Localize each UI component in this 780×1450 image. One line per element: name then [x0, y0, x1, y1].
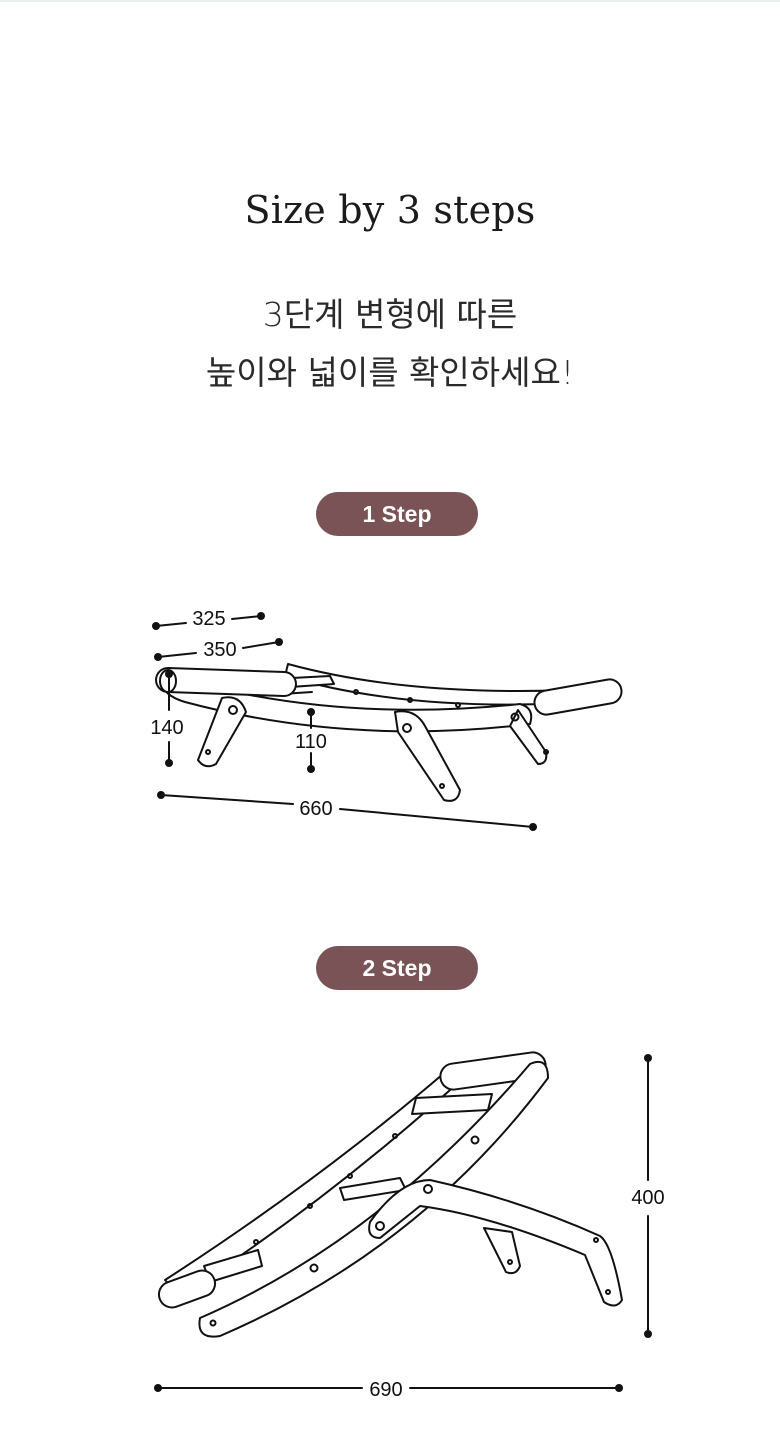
top-divider [0, 0, 780, 2]
dimension-lines-step-2 [157, 1057, 649, 1389]
dimension-endpoints-step-1 [152, 612, 537, 831]
subtitle-line-2: 높이와 넓이를 확인하세요! [205, 353, 575, 392]
dim-660-right [339, 808, 534, 828]
dimension-endpoints-step-2 [154, 1054, 652, 1392]
dim-label-350: 350 [203, 639, 236, 661]
chair-illustration-step-2 [157, 1051, 623, 1338]
step-2-figure: 400 690 [154, 1051, 665, 1401]
step-2-badge: 2 Step [316, 946, 478, 990]
dim-350-right [242, 641, 280, 649]
dim-label-690: 690 [369, 1379, 402, 1401]
dim-label-325: 325 [192, 608, 225, 630]
dim-350-left [157, 652, 197, 658]
dim-325-right [231, 615, 262, 620]
page-title: Size by 3 steps [244, 188, 536, 232]
subtitle-line-1: 3단계 변형에 따른 [262, 295, 518, 334]
step-1-diagram: 325 350 140 110 660 [0, 590, 780, 850]
dim-label-110: 110 [295, 731, 327, 753]
step-1-figure: 325 350 140 110 660 [150, 608, 623, 831]
dim-660-left [160, 794, 294, 805]
dim-label-140: 140 [150, 717, 183, 739]
dim-label-660: 660 [299, 798, 332, 820]
dim-label-400: 400 [631, 1187, 664, 1209]
step-2-diagram: 400 690 [0, 1040, 780, 1420]
step-1-badge: 1 Step [316, 492, 478, 536]
dim-325-left [155, 622, 187, 627]
chair-illustration-step-1 [155, 663, 623, 802]
